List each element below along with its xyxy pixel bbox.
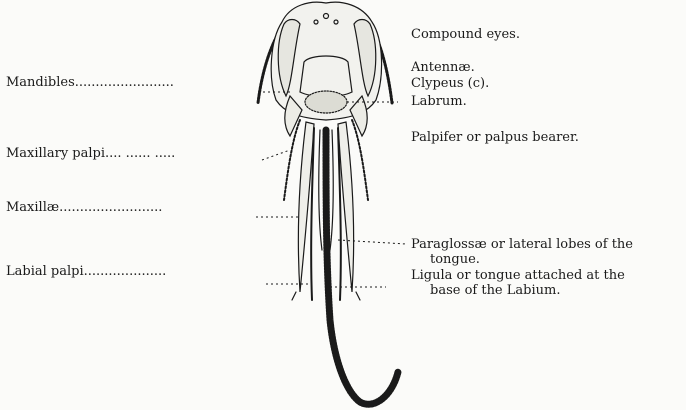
label-labrum: Labrum. xyxy=(411,95,467,109)
label-compound-eyes: Compound eyes. xyxy=(411,28,520,42)
paraglossa xyxy=(319,130,322,250)
label-maxillae: Maxillæ......................... xyxy=(6,201,162,215)
label-ligula-line2: base of the Labium. xyxy=(430,284,560,298)
label-maxillary-palpi: Maxillary palpi.... ...... ..... xyxy=(6,147,175,161)
label-labial-palpi: Labial palpi.................... xyxy=(6,265,166,279)
palp-tip xyxy=(292,292,296,300)
label-palpifer: Palpifer or palpus bearer. xyxy=(411,131,579,145)
label-paraglossae-line1: Paraglossæ or lateral lobes of the xyxy=(411,238,633,252)
label-ligula-line1: Ligula or tongue attached at the xyxy=(411,269,625,283)
labrum-shape xyxy=(305,91,347,113)
palp-tip xyxy=(356,292,360,300)
leader-maxillary-palpi xyxy=(262,150,290,160)
label-antennae: Antennæ. xyxy=(411,61,475,75)
label-mandibles: Mandibles........................ xyxy=(6,76,174,90)
paraglossa xyxy=(330,130,333,250)
label-paraglossae-line2: tongue. xyxy=(430,253,480,267)
ligula-tongue xyxy=(326,130,398,404)
label-clypeus: Clypeus (c). xyxy=(411,77,489,91)
